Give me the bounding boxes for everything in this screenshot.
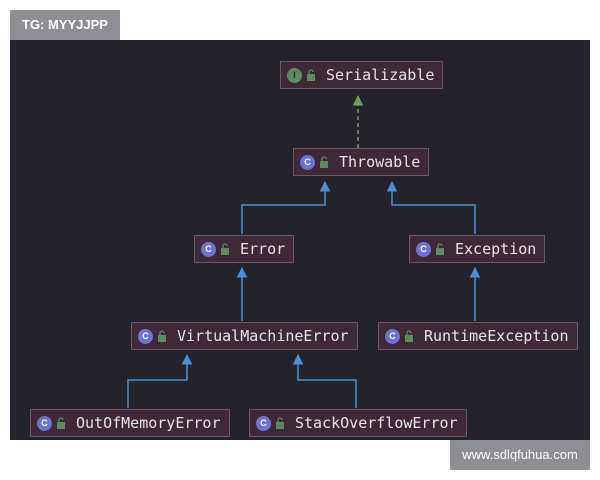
lock-icon — [276, 417, 284, 429]
node-stackoverflowerror[interactable]: C StackOverflowError — [249, 409, 467, 437]
class-icon: C — [201, 241, 216, 257]
class-icon: C — [416, 241, 431, 257]
node-label: VirtualMachineError — [177, 327, 349, 345]
node-exception[interactable]: C Exception — [409, 235, 546, 263]
interface-icon: I — [287, 67, 302, 83]
class-icon: C — [256, 415, 271, 431]
class-icon: C — [300, 154, 315, 170]
edge-oom-vme — [127, 353, 193, 408]
node-runtimeexception[interactable]: C RuntimeException — [378, 322, 578, 350]
lock-icon — [221, 243, 229, 255]
lock-icon — [57, 417, 65, 429]
edge-exception-throwable — [386, 180, 476, 234]
node-label: RuntimeException — [424, 327, 569, 345]
node-label: Throwable — [339, 153, 421, 171]
lock-icon — [436, 243, 444, 255]
node-label: Error — [240, 240, 286, 258]
lock-icon — [307, 69, 315, 81]
class-icon: C — [138, 328, 153, 344]
node-outofmemoryerror[interactable]: C OutOfMemoryError — [30, 409, 230, 437]
node-virtualmachineerror[interactable]: C VirtualMachineError — [131, 322, 358, 350]
node-error[interactable]: C Error — [194, 235, 295, 263]
tg-tag: TG: MYYJJPP — [10, 10, 120, 40]
lock-icon — [320, 156, 328, 168]
class-icon: C — [385, 328, 400, 344]
lock-icon — [158, 330, 166, 342]
node-label: OutOfMemoryError — [76, 414, 221, 432]
edge-error-throwable — [241, 180, 331, 234]
node-label: Serializable — [326, 66, 435, 84]
watermark-url: www.sdlqfuhua.com — [450, 440, 590, 470]
node-label: StackOverflowError — [295, 414, 458, 432]
edge-so-vme — [292, 353, 357, 408]
node-serializable[interactable]: I Serializable — [280, 61, 444, 89]
lock-icon — [405, 330, 413, 342]
node-label: Exception — [455, 240, 537, 258]
class-icon: C — [37, 415, 52, 431]
node-throwable[interactable]: C Throwable — [293, 148, 430, 176]
